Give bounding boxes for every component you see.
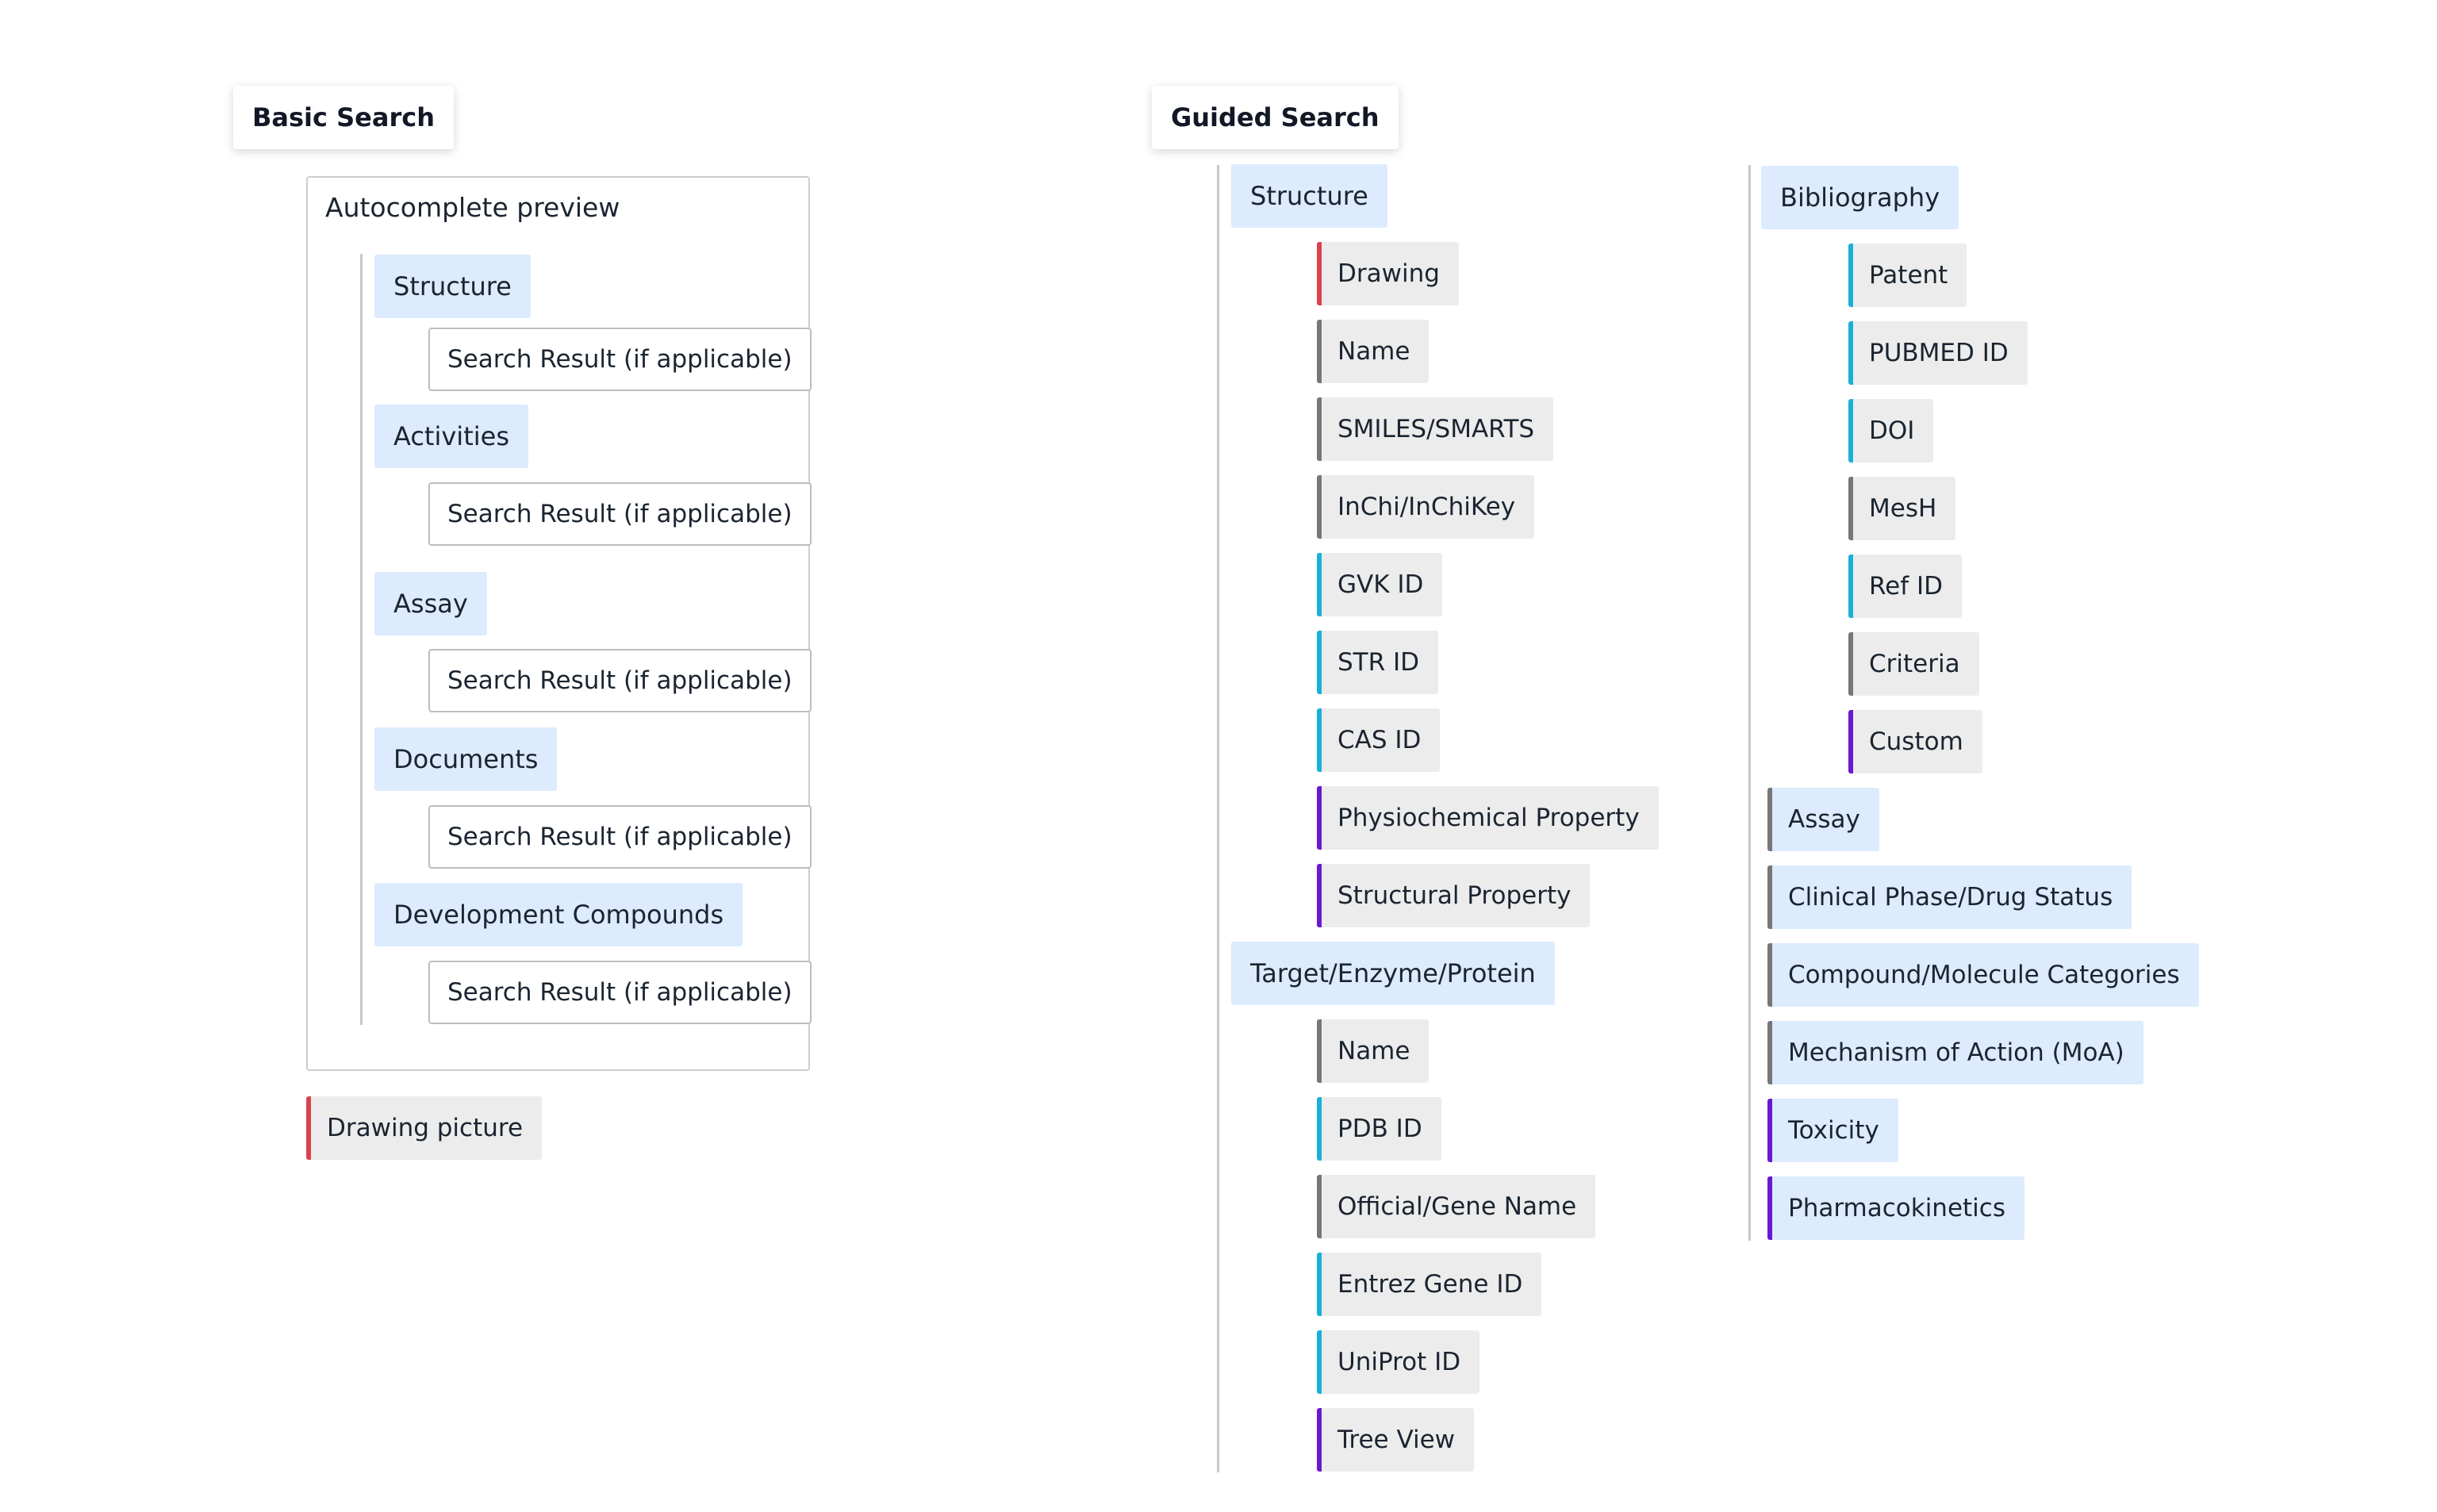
target-name[interactable]: Name: [1317, 1019, 1430, 1083]
search-result-structure[interactable]: Search Result (if applicable): [428, 328, 812, 391]
guided-column-1-line: [1217, 165, 1219, 1472]
structure-inchi-inchikey[interactable]: InChi/InChiKey: [1317, 475, 1535, 539]
basic-category-structure[interactable]: Structure: [374, 255, 531, 318]
guided-category-compound-categories[interactable]: Compound/Molecule Categories: [1767, 943, 2199, 1007]
target-official-gene-name[interactable]: Official/Gene Name: [1317, 1175, 1596, 1238]
search-result-development-compounds[interactable]: Search Result (if applicable): [428, 961, 812, 1024]
structure-physiochemical-property[interactable]: Physiochemical Property: [1317, 786, 1659, 850]
structure-name[interactable]: Name: [1317, 320, 1430, 383]
bibliography-ref-id[interactable]: Ref ID: [1848, 555, 1962, 618]
guided-category-clinical-phase[interactable]: Clinical Phase/Drug Status: [1767, 865, 2132, 929]
basic-category-development-compounds[interactable]: Development Compounds: [374, 883, 743, 946]
structure-drawing[interactable]: Drawing: [1317, 242, 1459, 305]
search-result-activities[interactable]: Search Result (if applicable): [428, 482, 812, 546]
guided-category-assay[interactable]: Assay: [1767, 788, 1879, 851]
autocomplete-tree-line: [360, 254, 363, 1025]
guided-category-toxicity[interactable]: Toxicity: [1767, 1099, 1898, 1162]
search-result-documents[interactable]: Search Result (if applicable): [428, 805, 812, 869]
guided-column-2-line: [1748, 165, 1751, 1241]
target-entrez-gene-id[interactable]: Entrez Gene ID: [1317, 1253, 1542, 1316]
bibliography-doi[interactable]: DOI: [1848, 399, 1934, 462]
basic-search-header[interactable]: Basic Search: [233, 86, 454, 149]
guided-category-target[interactable]: Target/Enzyme/Protein: [1231, 942, 1555, 1005]
guided-category-bibliography[interactable]: Bibliography: [1761, 166, 1959, 229]
structure-smiles-smarts[interactable]: SMILES/SMARTS: [1317, 397, 1554, 461]
drawing-picture-option[interactable]: Drawing picture: [306, 1096, 543, 1160]
target-pdb-id[interactable]: PDB ID: [1317, 1097, 1441, 1161]
guided-search-header[interactable]: Guided Search: [1152, 86, 1399, 149]
target-uniprot-id[interactable]: UniProt ID: [1317, 1330, 1480, 1394]
bibliography-criteria[interactable]: Criteria: [1848, 632, 1979, 696]
guided-category-structure[interactable]: Structure: [1231, 164, 1387, 228]
autocomplete-preview-title: Autocomplete preview: [325, 192, 620, 223]
search-result-assay[interactable]: Search Result (if applicable): [428, 649, 812, 712]
basic-category-documents[interactable]: Documents: [374, 727, 558, 791]
structure-gvk-id[interactable]: GVK ID: [1317, 553, 1443, 616]
guided-category-mechanism-of-action[interactable]: Mechanism of Action (MoA): [1767, 1021, 2143, 1084]
bibliography-custom[interactable]: Custom: [1848, 710, 1982, 773]
guided-category-pharmacokinetics[interactable]: Pharmacokinetics: [1767, 1176, 2024, 1240]
bibliography-mesh[interactable]: MesH: [1848, 477, 1956, 540]
target-tree-view[interactable]: Tree View: [1317, 1408, 1475, 1472]
bibliography-pubmed-id[interactable]: PUBMED ID: [1848, 321, 2028, 385]
structure-cas-id[interactable]: CAS ID: [1317, 708, 1441, 772]
structure-structural-property[interactable]: Structural Property: [1317, 864, 1591, 927]
bibliography-patent[interactable]: Patent: [1848, 244, 1967, 307]
basic-category-assay[interactable]: Assay: [374, 572, 487, 635]
basic-category-activities[interactable]: Activities: [374, 405, 528, 468]
structure-str-id[interactable]: STR ID: [1317, 631, 1439, 694]
